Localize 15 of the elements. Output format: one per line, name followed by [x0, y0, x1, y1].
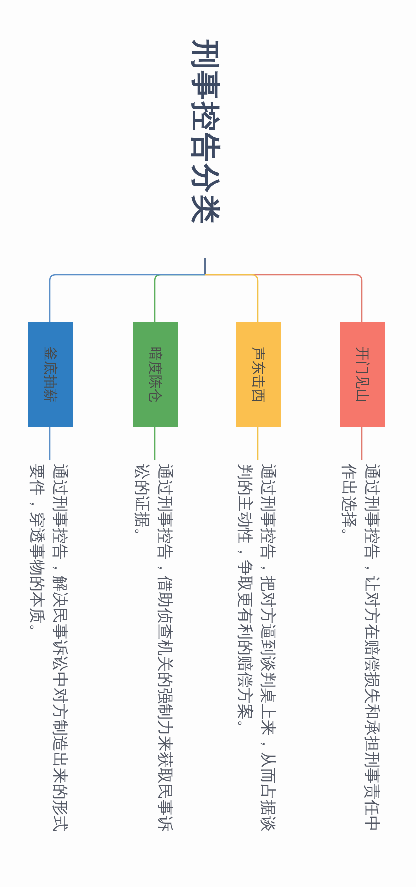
category-box: 暗度陈仓 — [132, 322, 178, 427]
connector-line — [49, 274, 205, 322]
category-box: 声东击西 — [236, 322, 280, 427]
description-text: 通过刑事控告，解决民事诉讼中对方制造出来的形式要件，穿透事物的本质。 — [18, 464, 72, 844]
connector-line — [257, 427, 259, 460]
category-box: 釜底抽薪 — [28, 322, 72, 427]
description-text: 通过刑事控告，让对方在赔偿损失和承担刑事责任中作出选择。 — [330, 464, 384, 844]
description-text: 通过刑事控告，把对方逼到谈判桌上来，从而占据谈判的主动性，争取更有利的赔偿方案。 — [226, 464, 280, 844]
connector-line — [154, 427, 156, 460]
connector-line — [205, 274, 259, 322]
title: 刑事控告分类 — [188, 40, 224, 226]
category-box: 开门见山 — [340, 322, 384, 427]
description-text: 通过刑事控告，借助侦查机关的强制力来获取民事诉讼的证据。 — [123, 464, 177, 844]
connector-line — [49, 427, 51, 460]
connector-line — [361, 427, 363, 460]
